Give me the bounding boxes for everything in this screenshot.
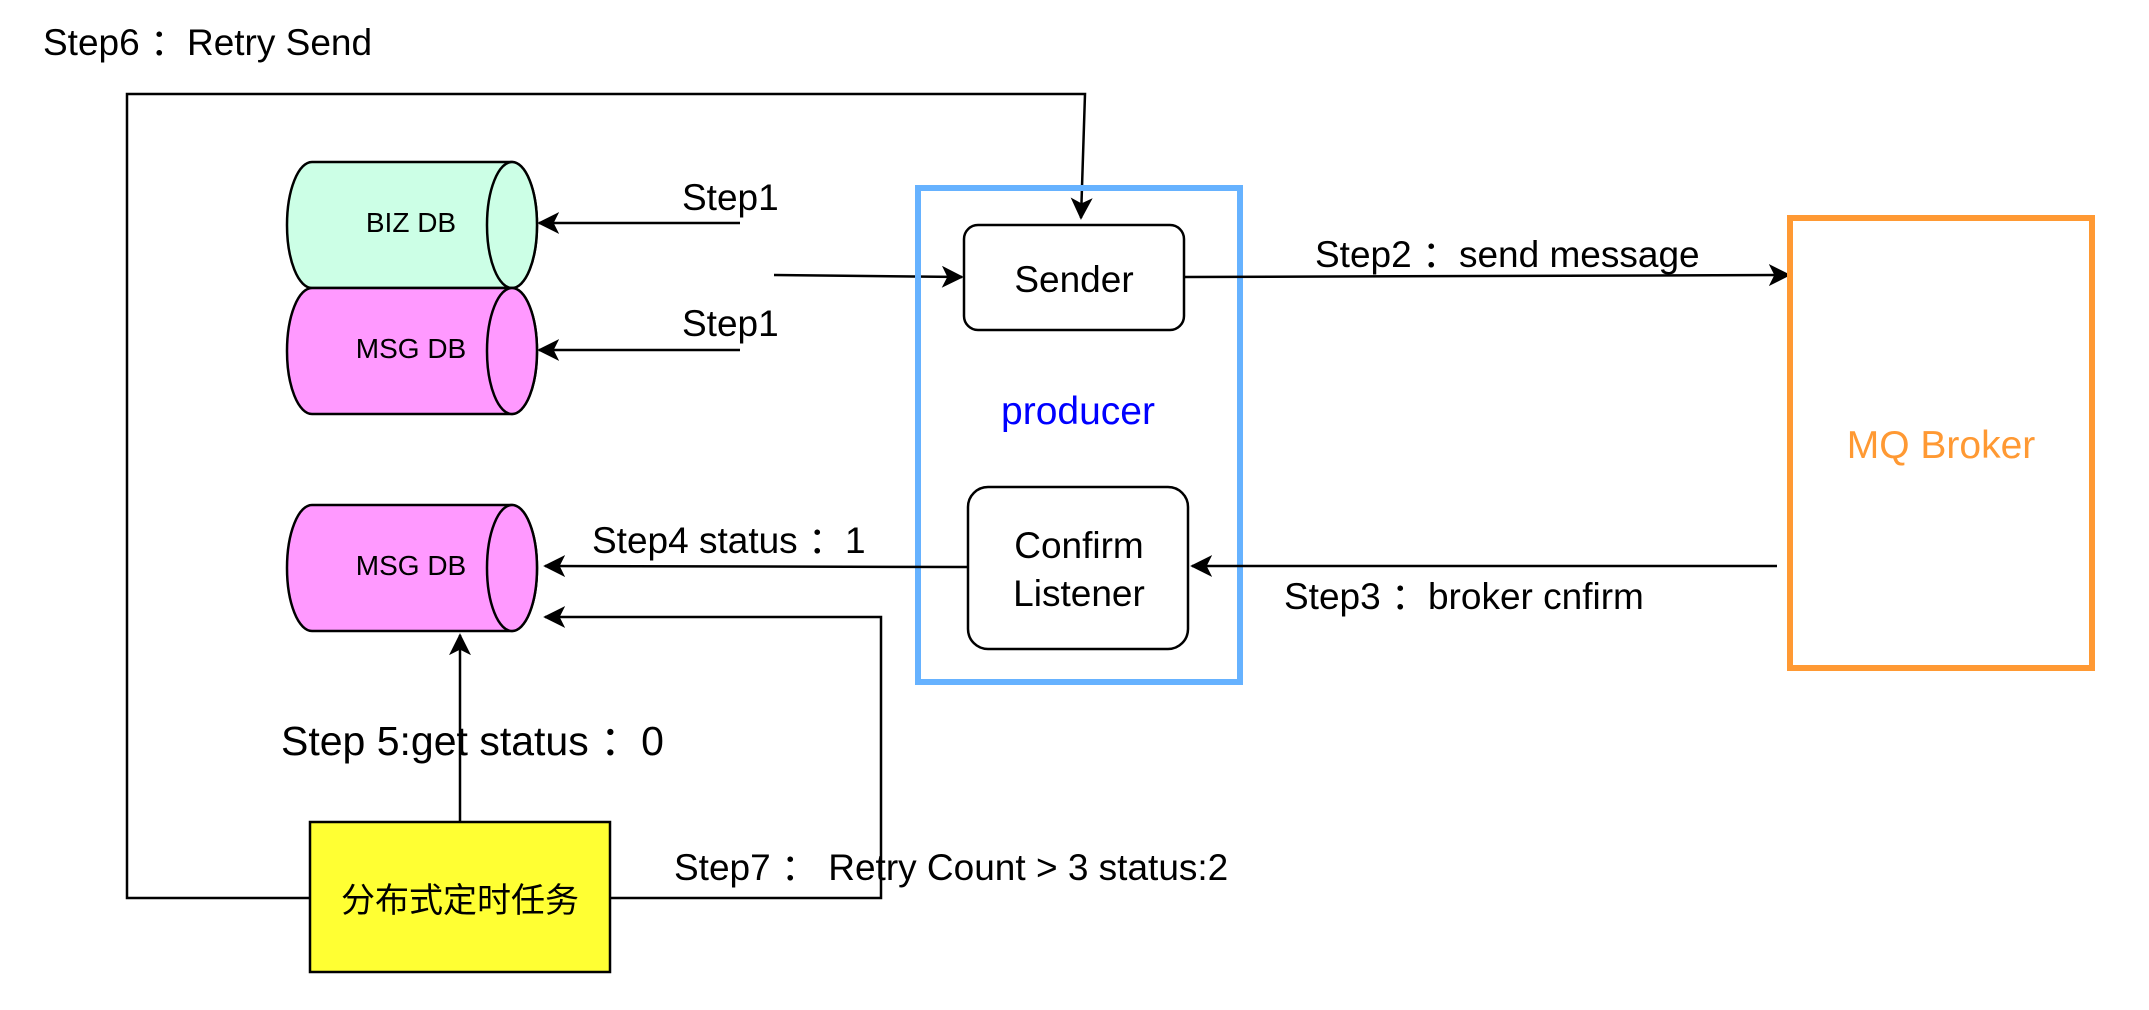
msg-db-bottom-label: MSG DB — [356, 550, 466, 581]
step1-upper-label: Step1 — [682, 177, 779, 218]
step4-label: Step4 status ：1 — [592, 520, 866, 561]
msg-db-bottom-cylinder: MSG DB — [285, 503, 539, 633]
step4-status-arrow — [543, 555, 968, 578]
producer-label: producer — [1001, 390, 1155, 433]
scheduler-label: 分布式定时任务 — [341, 881, 579, 921]
confirm-listener-label-line2: Listener — [1013, 573, 1145, 614]
step6-label: Step6 ：Retry Send — [43, 22, 372, 63]
sender-box — [962, 223, 1186, 332]
scheduler-box — [308, 820, 612, 974]
step6-retry-arrow — [125, 92, 1093, 900]
step5-label: Step 5:get status ：0 — [281, 718, 664, 764]
biz-db-cylinder: BIZ DB — [285, 160, 539, 290]
msg-db-bottom-cap — [485, 503, 539, 633]
confirm-listener-box — [966, 485, 1190, 651]
biz-db-cap — [485, 160, 539, 290]
step2-label: Step2 ：send message — [1315, 234, 1700, 275]
step1-lower-label: Step1 — [682, 303, 779, 344]
mq-broker-label: MQ Broker — [1847, 424, 2036, 467]
step2-send-arrow — [1183, 264, 1791, 287]
producer-container — [915, 185, 1243, 685]
step7-retry-count-arrow — [543, 606, 883, 900]
biz-db-label: BIZ DB — [366, 207, 456, 238]
msg-db-top-label: MSG DB — [356, 333, 466, 364]
msg-db-top-cap — [485, 286, 539, 416]
step7-label: Step7 ： Retry Count > 3 status:2 — [674, 847, 1228, 888]
step1-sender-arrow — [773, 265, 964, 288]
confirm-listener-label-line1: Confirm — [1014, 525, 1144, 566]
msg-db-top-cylinder: MSG DB — [285, 286, 539, 416]
step3-label: Step3 ：broker cnfirm — [1284, 576, 1644, 617]
mq-broker-box — [1787, 215, 2095, 671]
sender-label: Sender — [1014, 259, 1133, 300]
